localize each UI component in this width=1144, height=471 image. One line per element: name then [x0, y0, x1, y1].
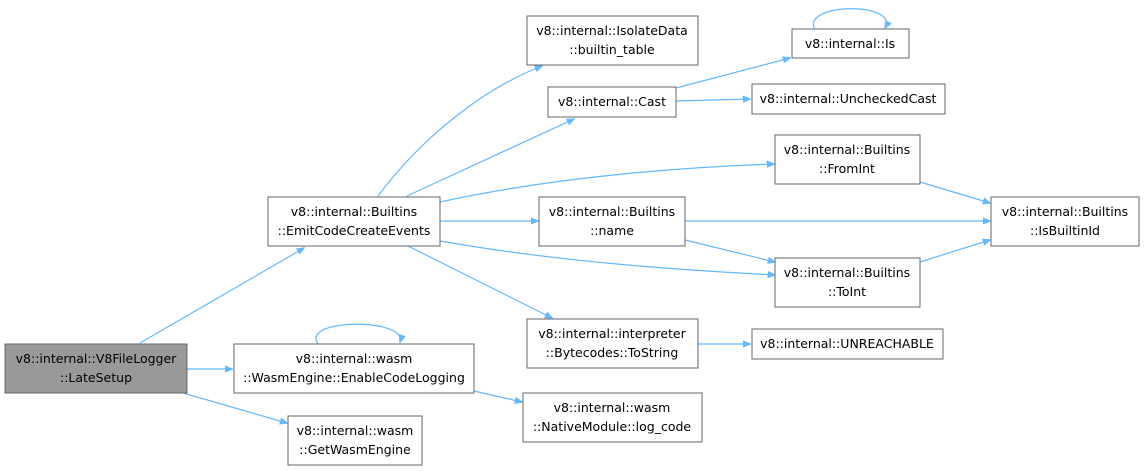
node-enablecodelogging-line2: ::WasmEngine::EnableCodeLogging: [243, 370, 465, 385]
node-internal-cast[interactable]: v8::internal::Cast: [547, 86, 677, 118]
edge-builtinsname-to-toint: [684, 239, 775, 262]
node-v8filelogger-line2: ::LateSetup: [60, 370, 132, 385]
node-toint-line2: ::ToInt: [828, 284, 866, 299]
node-builtinsname-line2: ::name: [590, 223, 634, 238]
node-v8filelogger-line1: v8::internal::V8FileLogger: [16, 351, 178, 366]
node-uncheckedcast-line1: v8::internal::UncheckedCast: [760, 91, 937, 106]
node-internal-unreachable[interactable]: v8::internal::UNREACHABLE: [751, 328, 944, 360]
node-logcode-line2: ::NativeModule::log_code: [533, 419, 692, 434]
edges: [139, 8, 990, 423]
node-builtins-name[interactable]: v8::internal::Builtins ::name: [538, 196, 686, 247]
edge-emitcode-to-cast: [406, 119, 574, 197]
node-emitcode-line1: v8::internal::Builtins: [291, 204, 417, 219]
node-builtins-toint[interactable]: v8::internal::Builtins ::ToInt: [774, 257, 921, 308]
node-isbuiltinid-line2: ::IsBuiltinId: [1030, 223, 1100, 238]
node-is-line1: v8::internal::Is: [805, 36, 895, 51]
node-wasmengine-enablecodelogging[interactable]: v8::internal::wasm ::WasmEngine::EnableC…: [233, 343, 475, 394]
edge-emitcode-to-fromint: [439, 164, 774, 203]
node-interpreter-bytecodes-tostring[interactable]: v8::internal::interpreter ::Bytecodes::T…: [526, 318, 699, 369]
node-builtinsname-line1: v8::internal::Builtins: [549, 204, 675, 219]
node-logcode-line1: v8::internal::wasm: [554, 400, 671, 415]
node-bytecodes-line1: v8::internal::interpreter: [538, 326, 686, 341]
edge-emitcode-to-isolatedata: [377, 66, 542, 197]
node-fromint-line2: ::FromInt: [819, 161, 875, 176]
node-nativemodule-logcode[interactable]: v8::internal::wasm ::NativeModule::log_c…: [522, 392, 703, 443]
node-isolatedata-line1: v8::internal::IsolateData: [536, 23, 688, 38]
node-wasm-getwasmengine[interactable]: v8::internal::wasm ::GetWasmEngine: [287, 415, 423, 466]
edge-toint-to-isbuiltinid: [919, 240, 990, 263]
node-builtins-fromint[interactable]: v8::internal::Builtins ::FromInt: [774, 134, 921, 185]
node-fromint-line1: v8::internal::Builtins: [784, 142, 910, 157]
edge-cast-to-uncheckedcast: [675, 99, 750, 101]
edge-emitcode-to-bytecodes: [407, 245, 552, 318]
node-builtins-emitcodecreateevents[interactable]: v8::internal::Builtins ::EmitCodeCreateE…: [267, 196, 441, 247]
edge-latesetup-to-getwasmengine: [182, 392, 287, 423]
node-isolatedata-line2: ::builtin_table: [569, 42, 655, 57]
node-internal-is[interactable]: v8::internal::Is: [791, 28, 910, 59]
node-bytecodes-line2: ::Bytecodes::ToString: [546, 345, 679, 360]
edge-fromint-to-isbuiltinid: [919, 181, 990, 203]
edge-enablecodelogging-self: [315, 323, 400, 345]
node-internal-uncheckedcast[interactable]: v8::internal::UncheckedCast: [751, 83, 946, 115]
node-cast-line1: v8::internal::Cast: [558, 94, 666, 109]
node-enablecodelogging-line1: v8::internal::wasm: [296, 351, 413, 366]
edge-latesetup-to-emitcode: [139, 248, 304, 344]
node-emitcode-line2: ::EmitCodeCreateEvents: [278, 223, 431, 238]
node-getwasmengine-line1: v8::internal::wasm: [297, 423, 414, 438]
edge-is-self: [812, 8, 886, 31]
node-toint-line1: v8::internal::Builtins: [784, 265, 910, 280]
edge-emitcode-to-toint: [439, 240, 775, 275]
edge-cast-to-is: [675, 58, 790, 89]
edge-enablecodelogging-to-logcode: [473, 390, 522, 402]
node-isolatedata-builtintable[interactable]: v8::internal::IsolateData ::builtin_tabl…: [526, 15, 699, 66]
node-isbuiltinid-line1: v8::internal::Builtins: [1002, 204, 1128, 219]
node-unreachable-line1: v8::internal::UNREACHABLE: [760, 336, 934, 351]
node-v8filelogger-latesetup[interactable]: v8::internal::V8FileLogger ::LateSetup: [4, 343, 188, 394]
node-builtins-isbuiltinid[interactable]: v8::internal::Builtins ::IsBuiltinId: [990, 196, 1140, 247]
node-getwasmengine-line2: ::GetWasmEngine: [299, 442, 411, 457]
